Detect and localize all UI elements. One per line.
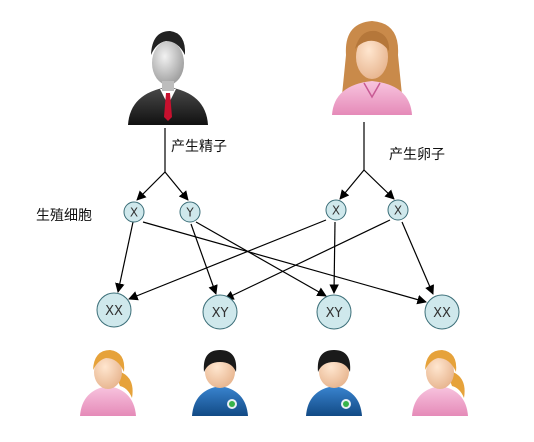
mother-split	[339, 122, 395, 200]
offspring-genotype: XY	[212, 306, 229, 321]
girl-avatar-icon	[80, 350, 136, 416]
offspring-node: XX	[96, 292, 132, 328]
gamete-label: X	[394, 204, 402, 218]
gamete-node: X	[387, 199, 409, 221]
offspring-genotype: XX	[105, 304, 123, 319]
father-split	[136, 128, 189, 201]
father-avatar-icon	[128, 31, 208, 125]
fertilization-arrows	[115, 219, 434, 305]
gamete-node: Y	[179, 201, 201, 223]
gamete-node: X	[123, 201, 145, 223]
offspring-genotype: XX	[433, 306, 451, 321]
girl-avatar-icon	[412, 350, 468, 416]
offspring-node: XX	[424, 294, 460, 330]
gamete-label: X	[332, 204, 340, 218]
gamete-node: X	[325, 199, 347, 221]
gamete-label: X	[130, 206, 138, 220]
offspring-genotype: XY	[326, 306, 343, 321]
label-produce-sperm: 产生精子	[171, 139, 227, 155]
offspring-node: XY	[316, 294, 352, 330]
boy-avatar-icon	[306, 350, 362, 416]
label-produce-egg: 产生卵子	[389, 147, 445, 163]
offspring-node: XY	[202, 294, 238, 330]
label-germ-cells: 生殖细胞	[36, 208, 92, 224]
mother-avatar-icon	[332, 21, 412, 115]
gamete-label: Y	[185, 206, 194, 220]
boy-avatar-icon	[192, 350, 248, 416]
